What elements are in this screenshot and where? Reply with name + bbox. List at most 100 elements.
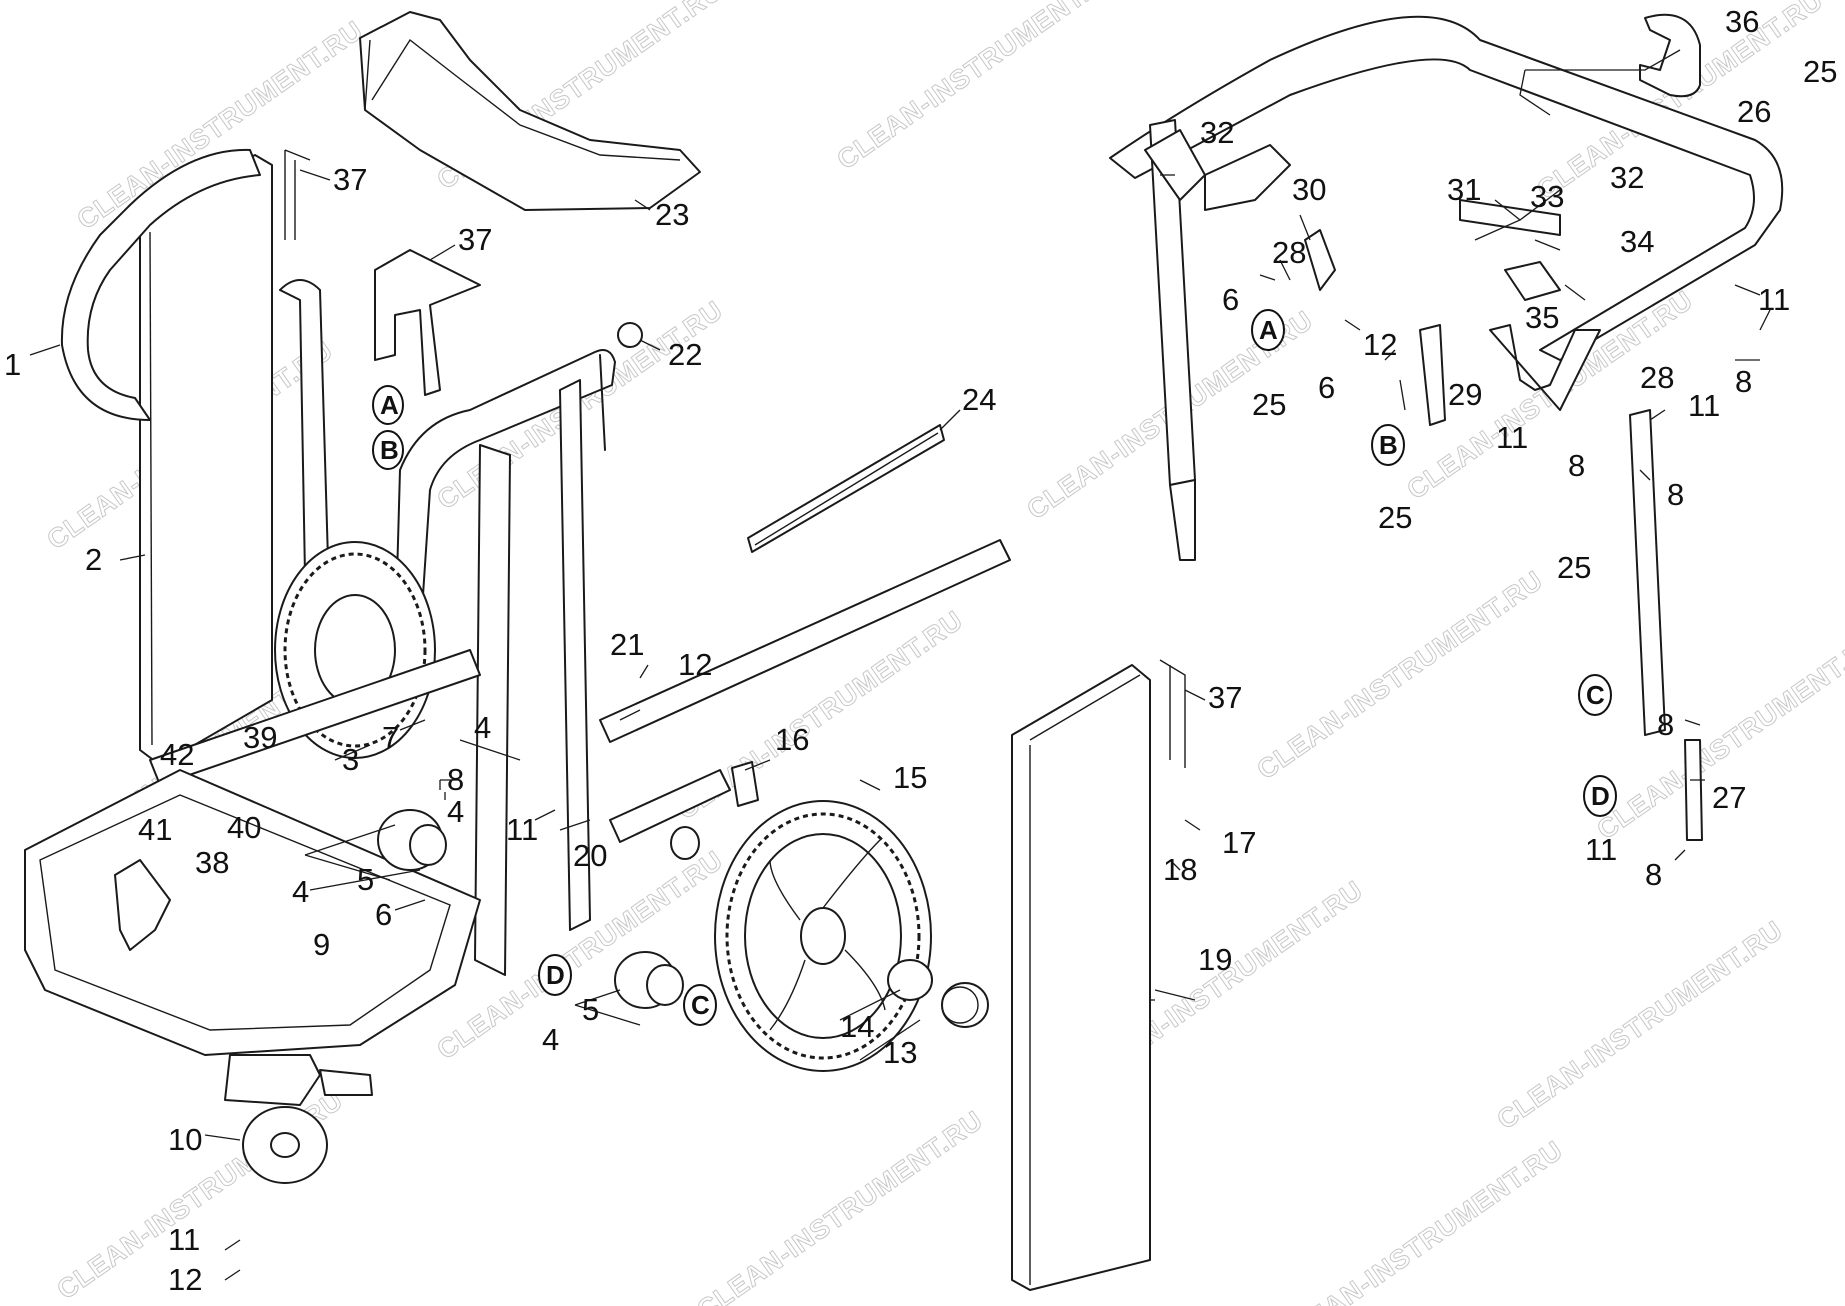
base-plate [24, 769, 481, 1056]
callout-25: 25 [1252, 387, 1286, 422]
svg-text:D: D [546, 960, 565, 990]
ref-b-right: B [1371, 424, 1405, 466]
callout-42: 42 [160, 737, 194, 772]
callout-25: 25 [1378, 500, 1412, 535]
callout-11: 11 [168, 1222, 200, 1257]
callout-1: 1 [4, 347, 21, 382]
callout-29: 29 [1448, 377, 1482, 412]
callout-15: 15 [893, 760, 927, 795]
callout-39: 39 [243, 720, 277, 755]
side-panel [1011, 664, 1151, 1291]
callout-4: 4 [542, 1022, 559, 1057]
callout-8: 8 [1667, 477, 1684, 512]
callout-4: 4 [292, 874, 309, 909]
callout-8: 8 [1657, 707, 1674, 742]
callout-35: 35 [1525, 300, 1559, 335]
callout-11: 11 [506, 812, 538, 847]
callout-25: 25 [1803, 54, 1837, 89]
callout-8: 8 [447, 762, 464, 797]
watermark-text: CLEAN-INSTRUMENT.RU [1252, 565, 1549, 785]
svg-text:B: B [380, 435, 399, 465]
pulleys [377, 809, 684, 1009]
front-wheel [714, 800, 932, 1072]
rod [1684, 739, 1703, 841]
callout-11: 11 [1758, 282, 1790, 317]
callout-31: 31 [1447, 172, 1481, 207]
callout-11: 11 [1585, 832, 1617, 867]
bracket-strip [747, 424, 945, 553]
callout-11: 11 [1688, 388, 1720, 423]
push-handle [1109, 15, 1784, 361]
callout-37: 37 [1208, 680, 1242, 715]
svg-text:C: C [691, 990, 710, 1020]
link-plates [1304, 229, 1601, 426]
callout-37: 37 [458, 222, 492, 257]
callout-16: 16 [775, 722, 809, 757]
reference-markers: A B D C A B C D [372, 309, 1617, 1026]
callout-38: 38 [195, 845, 229, 880]
callout-12: 12 [678, 647, 712, 682]
callout-28: 28 [1640, 360, 1674, 395]
callout-32: 32 [1610, 160, 1644, 195]
svg-text:C: C [1586, 680, 1605, 710]
callout-19: 19 [1198, 942, 1232, 977]
callout-11: 11 [1496, 420, 1528, 455]
callout-41: 41 [138, 812, 172, 847]
hub-cap [887, 959, 989, 1028]
ref-c-right: C [1578, 674, 1612, 716]
ref-d-left: D [538, 954, 572, 996]
callout-5: 5 [357, 862, 374, 897]
callout-7: 7 [382, 720, 399, 755]
callout-24: 24 [962, 382, 996, 417]
watermark-text: CLEAN-INSTRUMENT.RU [1272, 1135, 1569, 1306]
callout-5: 5 [582, 992, 599, 1027]
svg-text:A: A [1259, 315, 1278, 345]
callout-25: 25 [1557, 550, 1591, 585]
callout-6: 6 [1318, 370, 1335, 405]
svg-text:B: B [1379, 430, 1398, 460]
callout-10: 10 [168, 1122, 202, 1157]
callout-17: 17 [1222, 825, 1256, 860]
axle-tube [149, 539, 1011, 786]
callout-40: 40 [227, 810, 261, 845]
axle-stub [609, 769, 731, 860]
callout-20: 20 [573, 838, 607, 873]
ref-c-left: C [683, 984, 717, 1026]
callout-4: 4 [474, 710, 491, 745]
callout-8: 8 [1735, 364, 1752, 399]
top-tray [359, 11, 701, 211]
callout-labels: 1 2 3 4 4 4 4 5 5 6 6 6 7 8 8 8 8 8 8 9 … [4, 4, 1837, 1297]
label-strips [284, 149, 1186, 768]
left-frame [60, 148, 329, 766]
callout-30: 30 [1292, 172, 1326, 207]
watermark-text: CLEAN-INSTRUMENT.RU [1492, 915, 1789, 1135]
callout-22: 22 [668, 337, 702, 372]
plug [617, 322, 643, 348]
callout-14: 14 [840, 1009, 874, 1044]
callout-26: 26 [1737, 94, 1771, 129]
callout-27: 27 [1712, 780, 1746, 815]
watermark-text: CLEAN-INSTRUMENT.RU [692, 1105, 989, 1306]
callout-9: 9 [313, 927, 330, 962]
callout-2: 2 [85, 542, 102, 577]
callout-8: 8 [1568, 448, 1585, 483]
callout-4: 4 [447, 794, 464, 829]
leader-lines [29, 49, 1771, 1281]
right-arm [1629, 409, 1666, 736]
watermark-text: CLEAN-INSTRUMENT.RU [832, 0, 1129, 175]
ref-b-left: B [372, 430, 404, 470]
caster-wheel [224, 1054, 373, 1184]
main-handle-frame [394, 349, 616, 976]
ref-d-right: D [1583, 775, 1617, 817]
callout-23: 23 [655, 197, 689, 232]
callout-32: 32 [1200, 115, 1234, 150]
callout-3: 3 [342, 742, 359, 777]
ref-a-right: A [1251, 309, 1285, 351]
callout-18: 18 [1163, 852, 1197, 887]
callout-37: 37 [333, 162, 367, 197]
left-arm [1144, 119, 1206, 561]
callout-13: 13 [883, 1035, 917, 1070]
svg-text:A: A [380, 390, 399, 420]
callout-12: 12 [168, 1262, 202, 1297]
